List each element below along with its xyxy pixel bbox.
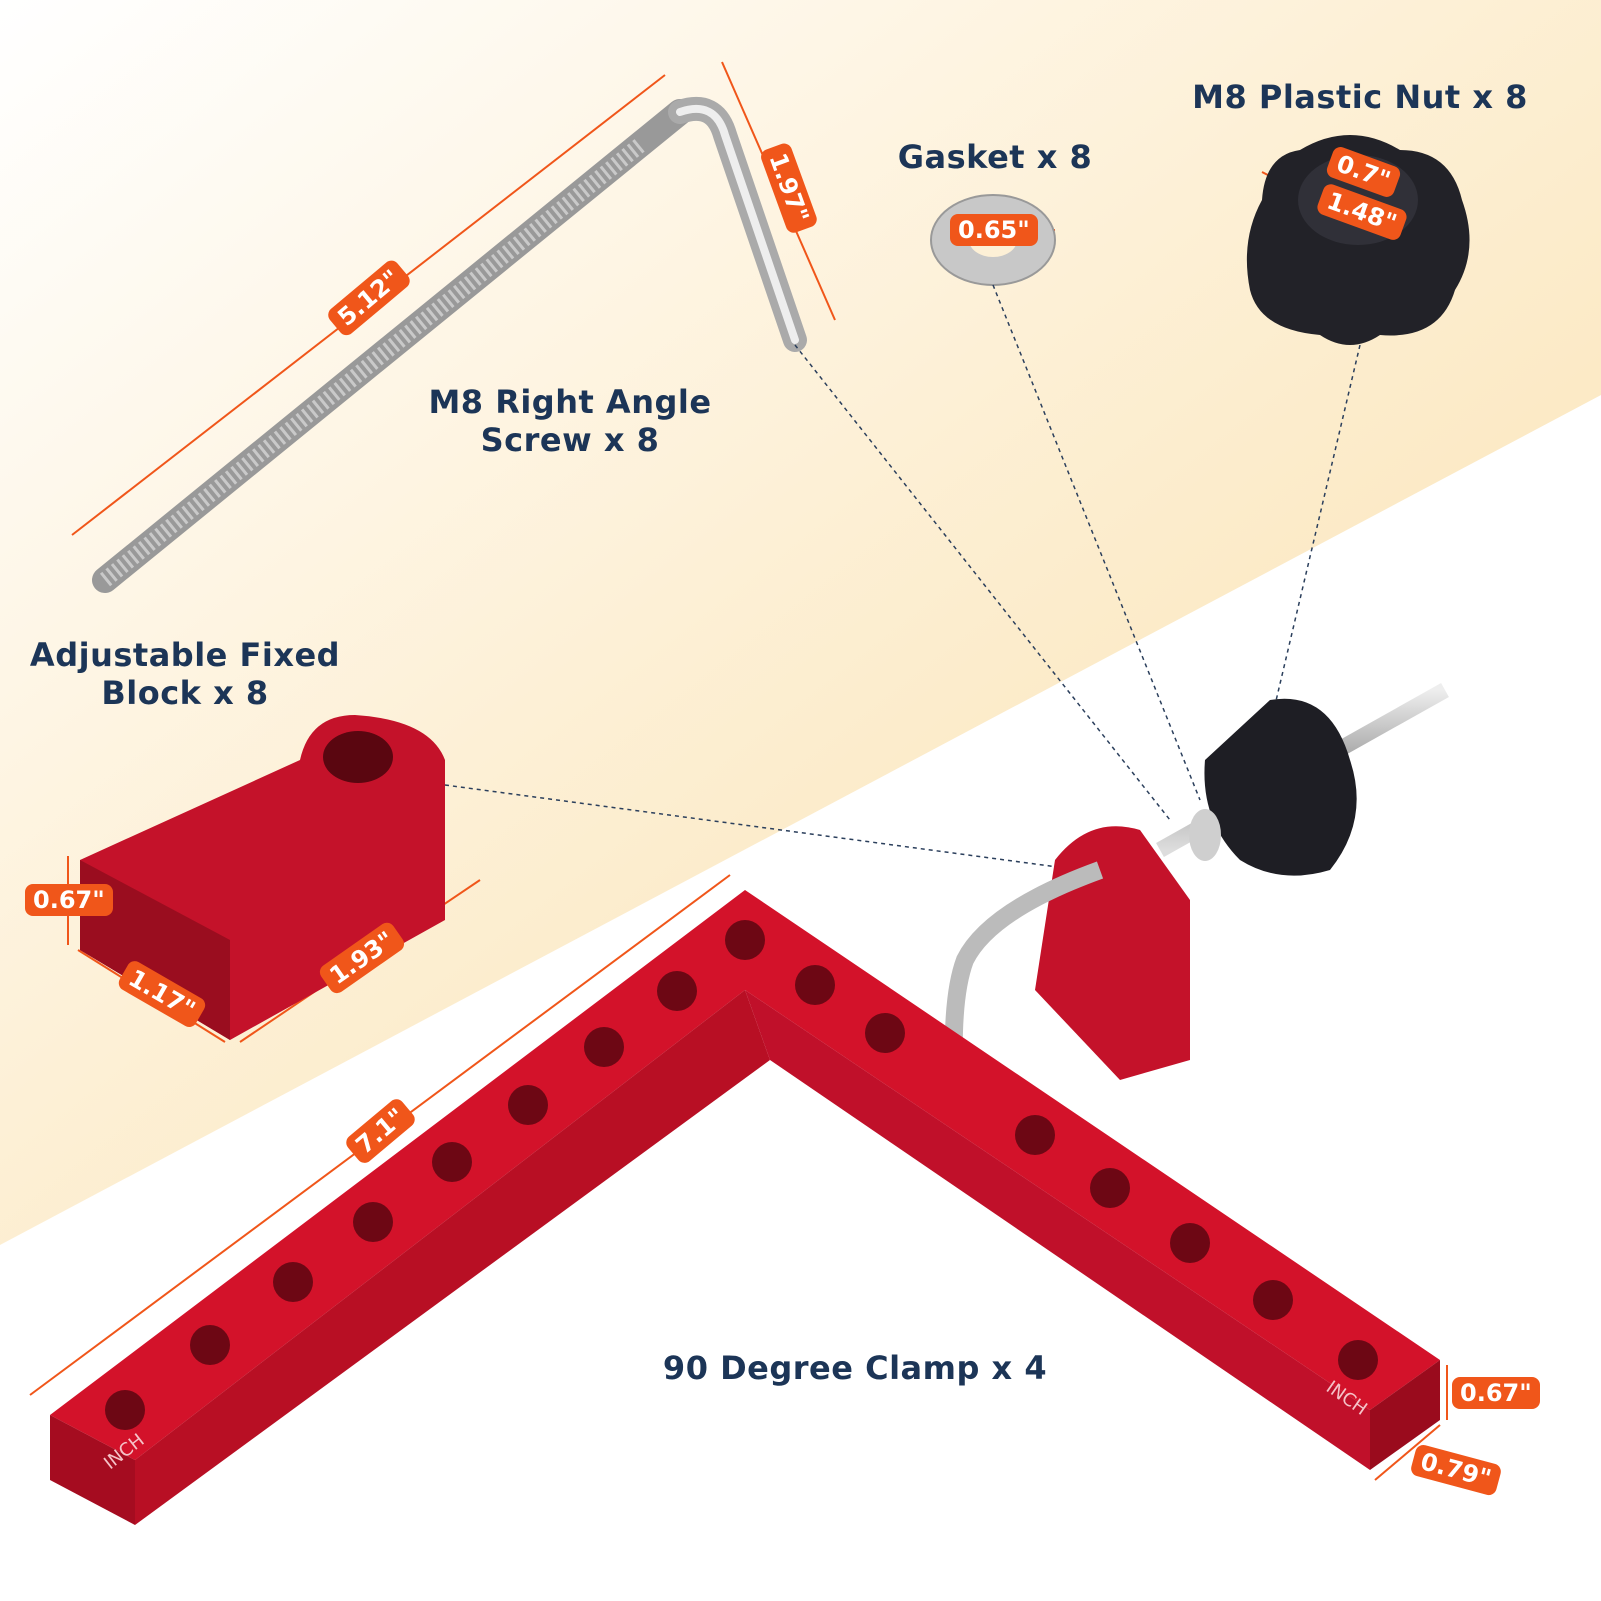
screw-label-line2: Screw x 8 — [480, 421, 660, 459]
block-label-line1: Adjustable Fixed — [29, 636, 341, 674]
block-label: Adjustable Fixed Block x 8 — [10, 636, 360, 712]
screw-label-line1: M8 Right Angle — [428, 383, 712, 421]
screw-label: M8 Right Angle Screw x 8 — [400, 383, 740, 459]
block-label-line2: Block x 8 — [101, 674, 269, 712]
right-angle-screw — [92, 96, 807, 593]
connector-lines — [444, 284, 1361, 871]
dim-clamp-height: 0.67" — [1452, 1377, 1540, 1409]
nut-label: M8 Plastic Nut x 8 — [1192, 78, 1528, 116]
dim-block-height: 0.67" — [25, 884, 113, 916]
clamp-label: 90 Degree Clamp x 4 — [662, 1349, 1048, 1387]
gasket-label: Gasket x 8 — [897, 138, 1093, 176]
dim-gasket: 0.65" — [950, 214, 1038, 246]
assembled-clamp-hardware — [944, 683, 1449, 1091]
l-clamp — [50, 890, 1440, 1525]
